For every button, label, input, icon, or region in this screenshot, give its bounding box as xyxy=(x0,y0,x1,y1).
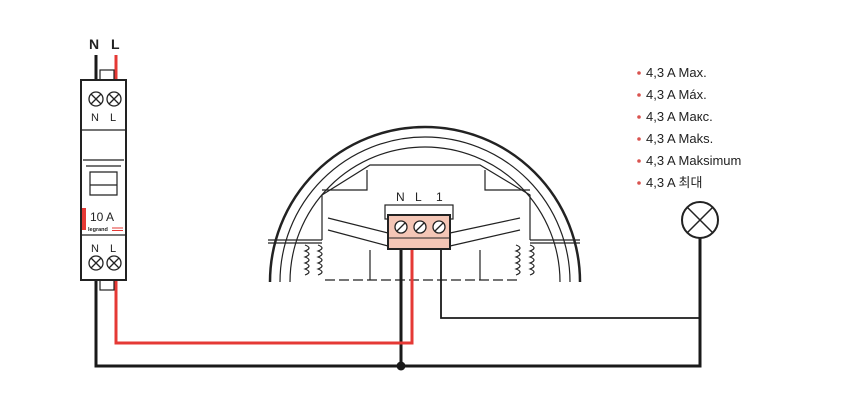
spring-right xyxy=(514,244,535,276)
rating-list: 4,3 A Max. 4,3 A Máx. 4,3 A Макс. 4,3 A … xyxy=(637,65,741,190)
sensor-terminal-l: L xyxy=(415,190,422,204)
terminal-top-n: N xyxy=(91,112,99,124)
terminal-top-l: L xyxy=(110,112,116,124)
breaker-labels: N L N L 10 A legrand N L xyxy=(88,36,120,255)
sensor-terminal-n: N xyxy=(396,190,405,204)
sensor-terminal-1: 1 xyxy=(436,190,443,204)
sensor-terminal-block xyxy=(384,204,454,250)
svg-text:4,3 A Máx.: 4,3 A Máx. xyxy=(646,87,707,102)
rating-item: 4,3 A Máx. xyxy=(637,87,707,102)
rating-item: 4,3 A Max. xyxy=(637,65,707,80)
rating-item: 4,3 A Maks. xyxy=(637,131,713,146)
svg-text:4,3 A Maks.: 4,3 A Maks. xyxy=(646,131,713,146)
rating-item: 4,3 A Макс. xyxy=(637,109,713,124)
breaker-rating: 10 A xyxy=(90,210,114,224)
svg-text:4,3 A Макс.: 4,3 A Макс. xyxy=(646,109,713,124)
svg-text:4,3 A Max.: 4,3 A Max. xyxy=(646,65,707,80)
wires xyxy=(94,55,702,371)
sensor-terminal-labels: N L 1 xyxy=(396,190,443,204)
terminal-bottom-n: N xyxy=(91,243,99,255)
switched-wire xyxy=(440,248,700,319)
lamp-icon xyxy=(681,201,719,239)
rating-item: 4,3 A Maksimum xyxy=(637,153,741,168)
circuit-breaker xyxy=(80,69,127,291)
svg-text:4,3 A Maksimum: 4,3 A Maksimum xyxy=(646,153,741,168)
label-l: L xyxy=(111,36,120,52)
live-wire xyxy=(114,55,414,345)
rating-item: 4,3 A 최대 xyxy=(637,175,702,190)
label-n: N xyxy=(89,36,99,52)
spring-left xyxy=(303,244,323,276)
brand-logo: legrand xyxy=(88,227,108,233)
junction-dot xyxy=(396,361,406,371)
terminal-bottom-l: L xyxy=(110,243,116,255)
svg-text:4,3 A 최대: 4,3 A 최대 xyxy=(646,175,702,190)
sensor-dome xyxy=(268,125,582,283)
